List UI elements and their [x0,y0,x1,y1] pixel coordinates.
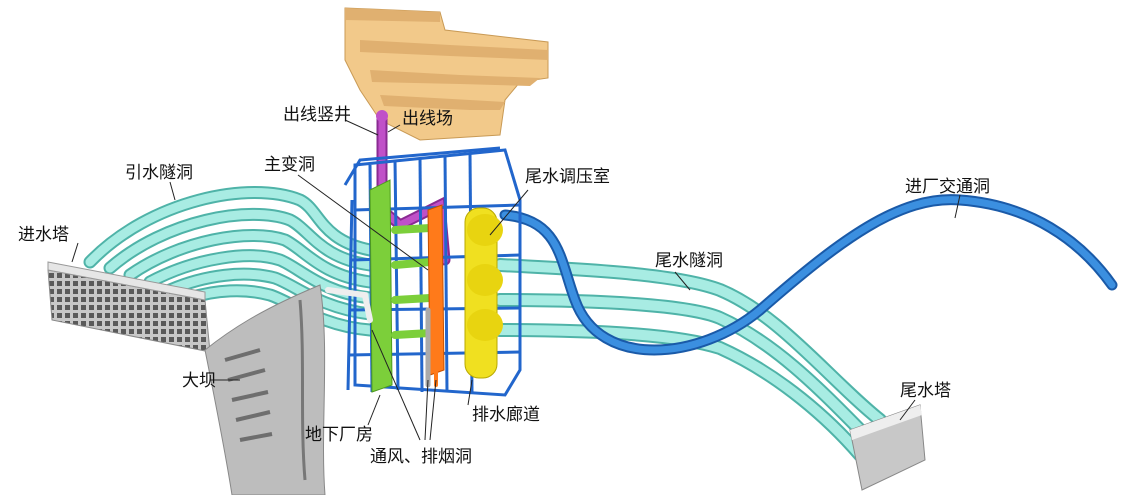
ventilation-shafts [325,287,438,388]
label-main-transformer-cavern: 主变洞 [264,155,315,175]
label-tailrace-tower: 尾水塔 [900,381,951,401]
dam [204,284,326,495]
leader-lines [71,119,961,441]
switchyard [344,7,549,141]
label-dam: 大坝 [182,371,216,391]
label-outlet-shaft: 出线竖井 [283,105,351,125]
label-surge-chamber: 尾水调压室 [525,167,610,187]
label-access-tunnel: 进厂交通洞 [905,177,990,197]
surge-chamber [464,207,503,379]
tailrace-tunnels [493,258,887,462]
access-tunnel [499,194,1118,356]
label-underground-powerhouse: 地下厂房 [305,425,373,445]
label-diversion-tunnel: 引水隧洞 [125,163,193,183]
labels: 出线竖井 出线场 引水隧洞 主变洞 尾水调压室 进厂交通洞 进水塔 尾水隧洞 大… [18,105,990,467]
label-drainage-gallery: 排水廊道 [472,405,540,425]
label-tailrace-tunnel: 尾水隧洞 [655,251,723,271]
tailrace-tower [849,404,926,491]
label-intake-tower: 进水塔 [18,225,69,245]
label-switchyard: 出线场 [402,109,453,129]
label-ventilation-smoke-tunnel: 通风、排烟洞 [370,447,472,467]
diversion-tunnels [83,186,377,337]
